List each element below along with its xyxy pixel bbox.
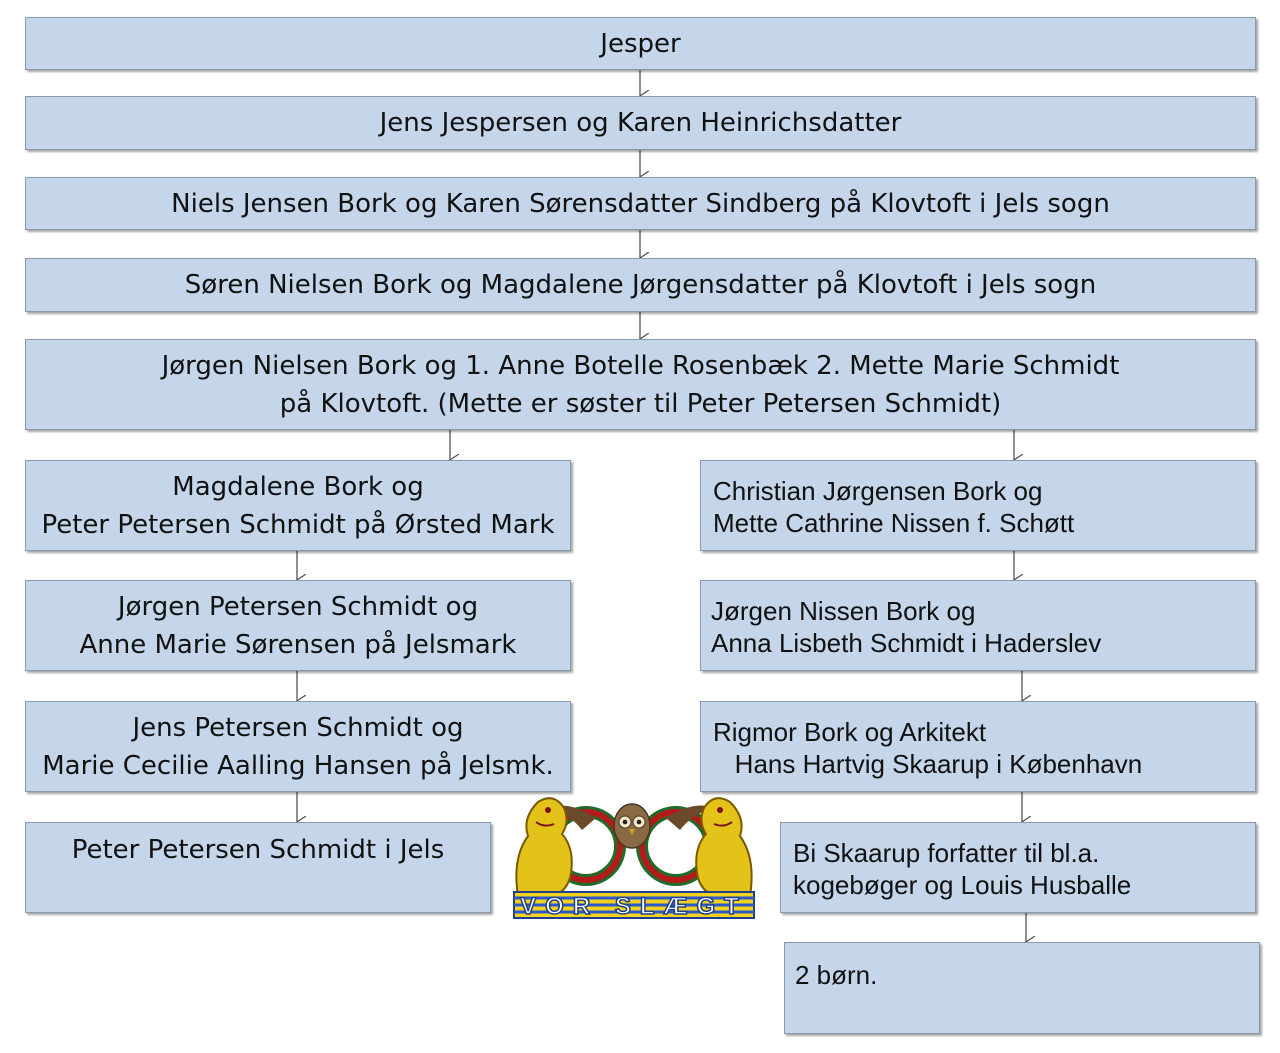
- node-line: Peter Petersen Schmidt på Ørsted Mark: [41, 509, 555, 540]
- node-line: Rigmor Bork og Arkitekt: [713, 717, 987, 747]
- family-crest-icon: VOR SLÆGT: [508, 778, 760, 921]
- node-line: Søren Nielsen Bork og Magdalene Jørgensd…: [184, 270, 1097, 300]
- node-bi-skaarup: Bi Skaarup forfatter til bl.a. kogebøger…: [780, 822, 1256, 913]
- node-line: Anne Marie Sørensen på Jelsmark: [79, 629, 517, 660]
- node-jens-petersen-schmidt: Jens Petersen Schmidt og Marie Cecilie A…: [25, 701, 571, 792]
- node-line: Jens Jespersen og Karen Heinrichsdatter: [379, 108, 902, 138]
- node-niels-jensen-bork: Niels Jensen Bork og Karen Sørensdatter …: [25, 177, 1256, 230]
- node-line: Jens Petersen Schmidt og: [132, 712, 464, 743]
- node-line: kogebøger og Louis Husballe: [793, 870, 1132, 900]
- node-line: Magdalene Bork og: [172, 471, 424, 502]
- node-peter-petersen-schmidt: Peter Petersen Schmidt i Jels: [25, 822, 491, 913]
- node-line: Bi Skaarup forfatter til bl.a.: [793, 838, 1100, 868]
- node-line: Hans Hartvig Skaarup i København: [713, 749, 1143, 779]
- node-jorgen-nielsen-bork: Jørgen Nielsen Bork og 1. Anne Botelle R…: [25, 339, 1256, 430]
- node-christian-jorgensen-bork: Christian Jørgensen Bork og Mette Cathri…: [700, 460, 1256, 551]
- node-rigmor-bork: Rigmor Bork og Arkitekt Hans Hartvig Ska…: [700, 701, 1256, 792]
- node-line: Jesper: [600, 28, 681, 59]
- node-line: Peter Petersen Schmidt i Jels: [71, 835, 445, 865]
- node-magdalene-bork: Magdalene Bork og Peter Petersen Schmidt…: [25, 460, 571, 551]
- node-line: på Klovtoft. (Mette er søster til Peter …: [279, 388, 1002, 419]
- node-jorgen-nissen-bork: Jørgen Nissen Bork og Anna Lisbeth Schmi…: [700, 580, 1256, 671]
- node-jens-jespersen: Jens Jespersen og Karen Heinrichsdatter: [25, 96, 1256, 150]
- svg-text:VOR SLÆGT: VOR SLÆGT: [520, 893, 748, 920]
- node-line: Anna Lisbeth Schmidt i Haderslev: [711, 628, 1102, 658]
- node-soren-nielsen-bork: Søren Nielsen Bork og Magdalene Jørgensd…: [25, 258, 1256, 312]
- node-jorgen-petersen-schmidt: Jørgen Petersen Schmidt og Anne Marie Sø…: [25, 580, 571, 671]
- node-line: Jørgen Nielsen Bork og 1. Anne Botelle R…: [161, 350, 1120, 381]
- node-line: Mette Cathrine Nissen f. Schøtt: [713, 508, 1075, 538]
- node-line: Christian Jørgensen Bork og: [713, 476, 1043, 506]
- node-line: 2 børn.: [795, 960, 878, 990]
- node-jesper: Jesper: [25, 17, 1256, 70]
- node-line: Marie Cecilie Aalling Hansen på Jelsmk.: [42, 750, 554, 781]
- node-line: Niels Jensen Bork og Karen Sørensdatter …: [171, 188, 1110, 219]
- node-2-born: 2 børn.: [784, 942, 1260, 1034]
- node-line: Jørgen Nissen Bork og: [711, 596, 976, 626]
- node-line: Jørgen Petersen Schmidt og: [117, 591, 479, 622]
